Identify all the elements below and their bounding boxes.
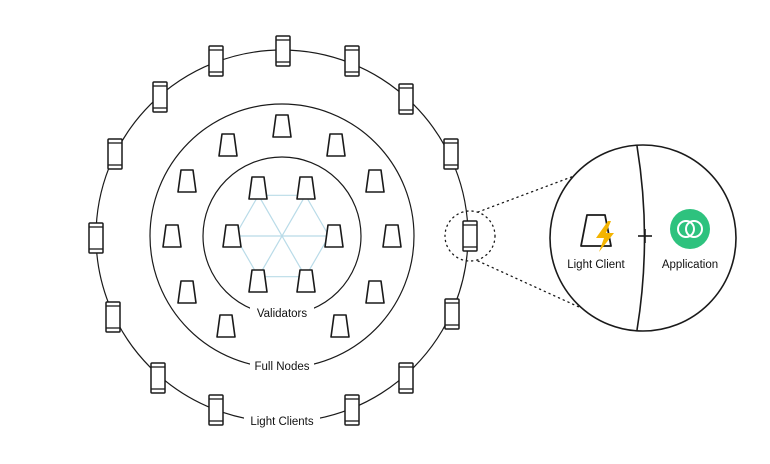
- phone-icon: [88, 222, 104, 254]
- phone-icon: [344, 394, 360, 426]
- light-client-label: Light Client: [567, 259, 625, 271]
- validator-mesh: [234, 194, 330, 278]
- phone-icon: [150, 362, 166, 394]
- node-icon: [382, 224, 402, 248]
- lightning-bolt-icon: [596, 221, 614, 252]
- node-icon: [216, 314, 236, 338]
- phone-icon: [208, 45, 224, 77]
- zoom-connector-top: [477, 169, 591, 213]
- node-icon: [330, 314, 350, 338]
- phone-icon: [275, 35, 291, 67]
- node-icon: [365, 169, 385, 193]
- application-label: Application: [662, 259, 718, 271]
- highlighted-light-client-ring: [444, 210, 496, 262]
- validator-node-icon: [296, 269, 316, 293]
- zoom-connector-bottom: [477, 260, 591, 313]
- application-logo-icon: [670, 209, 710, 249]
- node-icon: [162, 224, 182, 248]
- full-nodes-group: [162, 114, 402, 338]
- phone-icon: [344, 45, 360, 77]
- validator-node-icon: [324, 224, 344, 248]
- full-nodes-label: Full Nodes: [255, 361, 310, 373]
- phone-icon: [152, 81, 168, 113]
- node-icon: [326, 133, 346, 157]
- node-icon: [218, 133, 238, 157]
- phone-icon: [444, 298, 460, 330]
- light-clients-label: Light Clients: [250, 416, 314, 428]
- phone-icon: [462, 220, 478, 252]
- light-client-detail: Light Client Application: [549, 144, 737, 332]
- light-client-icon: [580, 214, 614, 252]
- phone-icon: [208, 394, 224, 426]
- light-clients-label-bg: [244, 413, 320, 429]
- light-clients-group: [88, 35, 478, 426]
- node-icon: [177, 280, 197, 304]
- full-nodes-label-bg: [250, 359, 314, 375]
- validators-label-bg: [250, 305, 314, 321]
- phone-icon: [398, 83, 414, 115]
- validator-node-icon: [222, 224, 242, 248]
- phone-icon: [398, 362, 414, 394]
- validator-node-icon: [248, 269, 268, 293]
- validators-group: [222, 176, 344, 293]
- phone-icon: [107, 138, 123, 170]
- validator-node-icon: [248, 176, 268, 200]
- phone-icon: [105, 301, 121, 333]
- node-icon: [177, 169, 197, 193]
- validator-node-icon: [296, 176, 316, 200]
- phone-icon: [443, 138, 459, 170]
- node-icon: [272, 114, 292, 138]
- plus-sign: [638, 229, 652, 243]
- detail-circle: [549, 144, 737, 332]
- validators-label: Validators: [257, 308, 308, 320]
- node-icon: [365, 280, 385, 304]
